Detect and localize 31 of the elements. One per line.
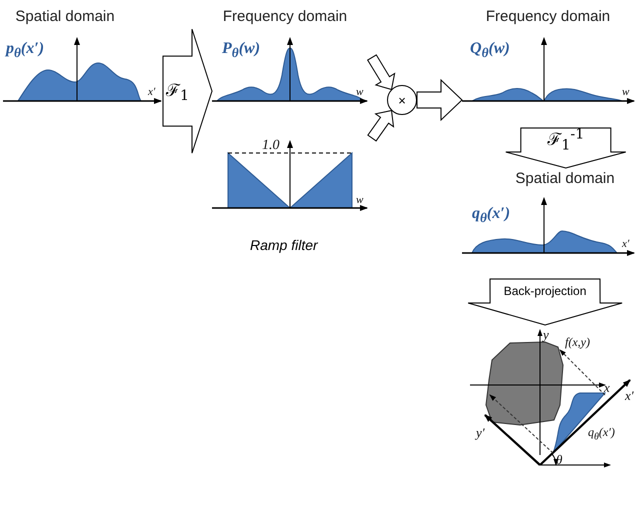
axis-label: x′ [622,238,630,250]
caption: Ramp filter [250,237,318,253]
axis-label: x′ [148,86,156,98]
section-heading: Spatial domain [15,8,115,25]
section-heading: Frequency domain [222,8,348,25]
block-arrow [367,54,396,90]
function-label: Q$_{θ}$(w) [470,40,510,62]
function-label: f(x,y) [565,335,590,350]
function-label: p$_{θ}$(x′) [6,40,44,62]
edge-label: Back-projection [504,284,586,298]
axis-label: y [543,327,549,343]
axis-label: x [604,380,610,396]
axis-label: w [356,194,364,206]
edge-label: ℱ$_{1}$ [166,80,189,104]
multiply-circle: × [387,85,417,115]
block-arrow [468,278,623,326]
block-arrow [367,110,394,142]
block-arrow [162,28,213,154]
axis-label: w [356,86,364,98]
axis-label: w [622,86,630,98]
function-label: P$_{θ}$(w) [222,40,260,62]
axis-label: y′ [476,425,485,441]
angle-label: θ [556,452,562,468]
function-label: q$_{θ}$(x′) [472,205,510,226]
axis-label: x′ [625,388,634,404]
block-arrow [505,128,626,169]
block-arrow [416,78,463,122]
section-heading: Spatial domain [515,170,615,187]
function-label: q$_{θ}$(x′) [588,425,615,442]
section-heading: Frequency domain [486,8,610,25]
tick-label: 1.0 [262,138,280,154]
